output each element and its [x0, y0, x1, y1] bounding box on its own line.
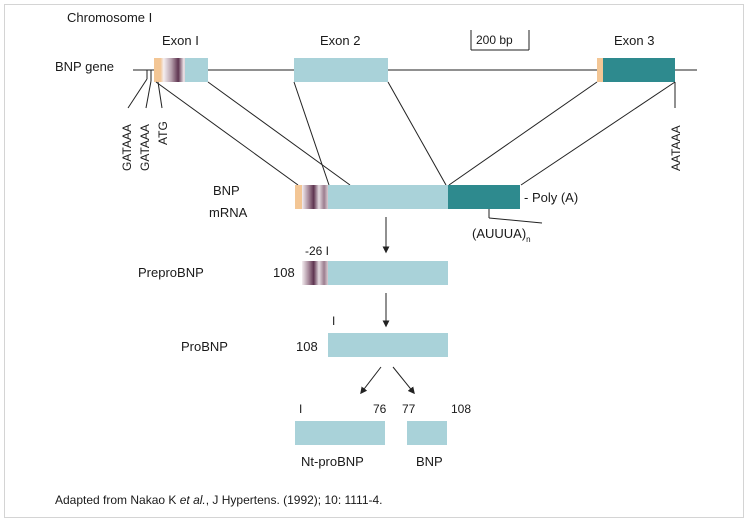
- mrna-utr5: [295, 185, 302, 209]
- prepro-body: [328, 261, 448, 285]
- bnp-bar: [407, 421, 447, 445]
- exon1-tail: [185, 58, 208, 82]
- gene-label: BNP gene: [55, 59, 114, 74]
- arrow-to-bnp: [392, 366, 415, 395]
- gataaa-label-2: GATAAA: [138, 124, 152, 171]
- residue-76-label: 76: [373, 402, 387, 416]
- mrna-label-line2: mRNA: [209, 205, 248, 220]
- arrow-to-ntprobnp: [360, 366, 382, 395]
- scale-bar-label: 200 bp: [476, 33, 513, 47]
- nt-start-label: I: [299, 402, 302, 416]
- pro-start-label: I: [332, 314, 335, 328]
- caption-suffix: , J Hypertens. (1992); 10: 1111-4.: [205, 493, 383, 507]
- source-caption: Adapted from Nakao K et al., J Hypertens…: [55, 493, 383, 507]
- residue-108-label: 108: [451, 402, 471, 416]
- probnp-label: ProBNP: [181, 339, 228, 354]
- residue-77-label: 77: [402, 402, 416, 416]
- mrna-coding: [328, 185, 448, 209]
- preprobnp-label: PreproBNP: [138, 265, 204, 280]
- polya-label: - Poly (A): [524, 190, 578, 205]
- atg-label: ATG: [156, 121, 170, 145]
- exon3-box: [603, 58, 675, 82]
- bnp-gene-diagram: Chromosome I 200 bp Exon I Exon 2 Exon 3…: [55, 10, 697, 469]
- prepro-signal: [302, 261, 328, 285]
- exon3-utr5: [597, 58, 603, 82]
- ntprobnp-label: Nt-proBNP: [301, 454, 364, 469]
- caption-prefix: Adapted from Nakao K: [55, 493, 180, 507]
- ntprobnp-bar: [295, 421, 385, 445]
- prepro-start-label: -26 I: [305, 244, 329, 258]
- auuua-label: (AUUUA)n: [472, 226, 531, 244]
- probnp-bar: [328, 333, 448, 357]
- scale-bar: 200 bp: [470, 30, 530, 51]
- aataaa-label: AATAAA: [669, 125, 683, 171]
- splice-lines: [155, 81, 676, 186]
- exon3-label: Exon 3: [614, 33, 654, 48]
- promoter-ticks: [127, 70, 676, 109]
- prepro-num-label: 108: [273, 265, 295, 280]
- figure-canvas: Chromosome I 200 bp Exon I Exon 2 Exon 3…: [4, 4, 744, 518]
- mrna-signal: [302, 185, 328, 209]
- bnp-label: BNP: [416, 454, 443, 469]
- auuua-bracket: [488, 209, 543, 224]
- exon1-label: Exon I: [162, 33, 199, 48]
- mrna-utr3: [448, 185, 520, 209]
- chromosome-label: Chromosome I: [67, 10, 152, 25]
- caption-etal: et al.: [179, 493, 206, 507]
- mrna-label-line1: BNP: [213, 183, 240, 198]
- pro-num-label: 108: [296, 339, 318, 354]
- gataaa-label-1: GATAAA: [120, 124, 134, 171]
- exon2-label: Exon 2: [320, 33, 360, 48]
- exon2-box: [294, 58, 388, 82]
- auuua-subscript: n: [526, 235, 530, 244]
